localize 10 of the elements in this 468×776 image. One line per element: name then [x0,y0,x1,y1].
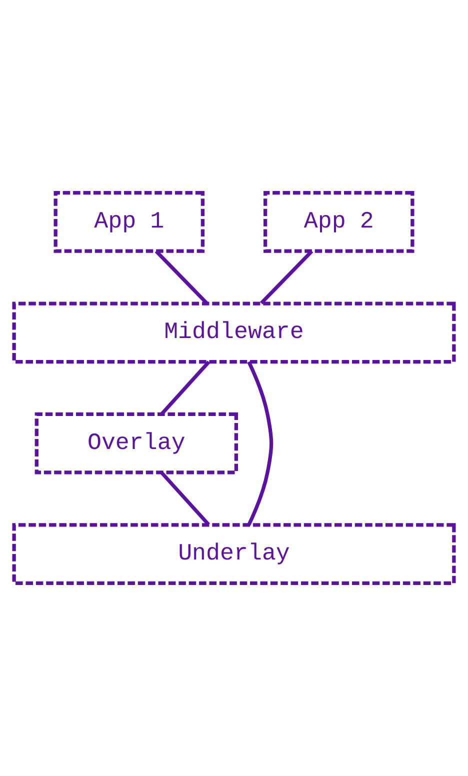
connector [160,360,210,416]
connector [154,250,208,304]
connector [160,471,210,526]
node-box: Overlay [34,412,238,474]
node-box: App 2 [264,191,414,253]
node-box: App 1 [54,191,204,253]
node-box: Middleware [12,302,456,364]
node-box: Underlay [12,523,456,585]
connector [247,361,274,526]
connector [260,250,314,304]
